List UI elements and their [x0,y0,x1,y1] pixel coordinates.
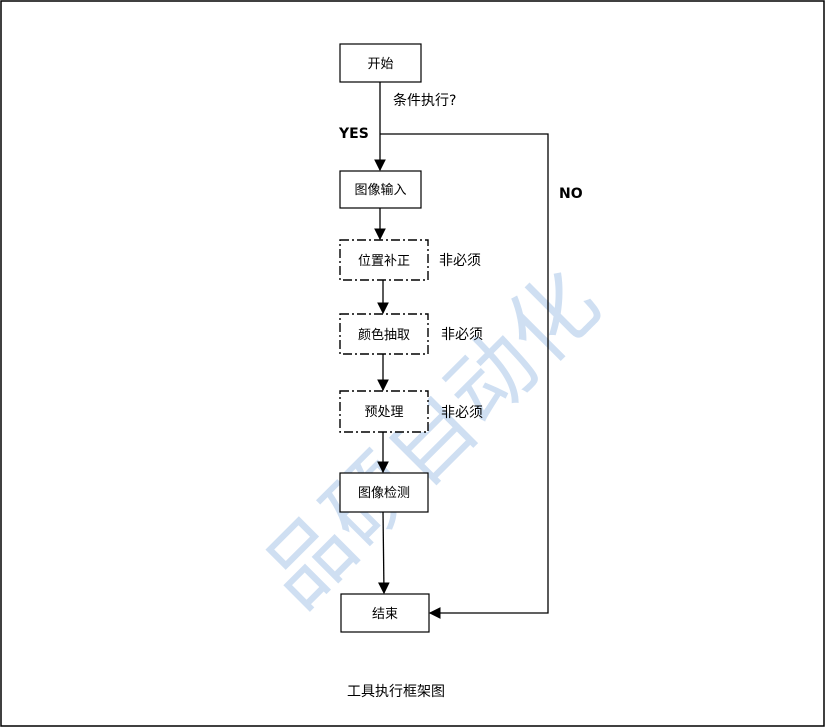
optional-label-color: 非必须 [441,327,483,343]
node-end: 结束 [340,593,430,633]
watermark: 品硕自动化 [244,252,619,627]
node-preprocess-label: 预处理 [364,405,403,420]
node-start-label: 开始 [367,57,393,72]
edge-detection-to-end [378,511,390,595]
node-position-correction-label: 位置补正 [358,254,410,269]
figure-caption: 工具执行框架图 [347,684,445,700]
node-color-extraction-label: 颜色抽取 [358,327,410,343]
node-position-correction: 位置补正 [339,239,429,281]
node-end-label: 结束 [372,607,398,622]
optional-label-preprocess: 非必须 [441,405,483,421]
node-start: 开始 [339,43,422,83]
node-color-extraction: 颜色抽取 [339,313,429,355]
node-image-input-label: 图像输入 [354,182,406,198]
node-image-input: 图像输入 [339,170,422,209]
condition-label: 条件执行? [393,92,456,109]
no-label: NO [559,186,583,202]
yes-label: YES [338,126,369,142]
node-image-detection: 图像检测 [339,472,429,513]
node-image-detection-label: 图像检测 [358,486,410,501]
edge-no-branch [380,133,549,619]
optional-label-position: 非必须 [439,253,481,269]
node-preprocess: 预处理 [339,390,429,433]
